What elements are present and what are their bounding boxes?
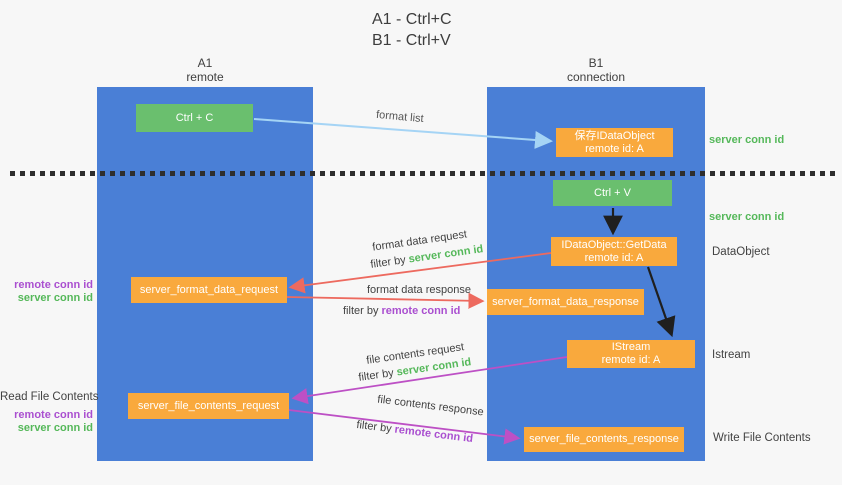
file-response-label: server_file_contents_response [529, 433, 679, 445]
lane-b1-name: B1 [588, 56, 604, 70]
getdata-line1: IDataObject::GetData [561, 238, 667, 251]
save-idataobject-box: 保存IDataObject remote id: A [556, 128, 673, 157]
format-data-response-arrow [286, 292, 485, 309]
istream-line1: IStream [611, 341, 651, 353]
format-response-filter-label: filter by remote conn id [343, 305, 460, 317]
remote-conn-id-key: remote conn id [393, 423, 474, 446]
file-response-filter-label: filter by remote conn id [356, 419, 474, 445]
remote-conn-id-key: remote conn id [381, 305, 461, 317]
title-line-b1: B1 - Ctrl+V [372, 32, 451, 49]
title-line-a1: A1 - Ctrl+C [372, 11, 452, 28]
getdata-line2: remote id: A [584, 251, 644, 264]
diagram-title: A1 - Ctrl+C B1 - Ctrl+V [372, 9, 452, 51]
filter-by-text: filter by [357, 366, 398, 384]
filter-by-text: filter by [343, 305, 382, 317]
server-format-data-response-box: server_format_data_response [487, 289, 644, 315]
server-conn-id-annotation-top: server conn id [709, 134, 785, 146]
ctrl-v-keypress-box: Ctrl + V [553, 180, 672, 206]
filter-by-text: filter by [369, 253, 410, 271]
file-request-label: server_file_contents_request [137, 399, 280, 412]
phase-divider-dotted-line [10, 171, 836, 176]
server-format-data-request-box: server_format_data_request [131, 277, 287, 303]
lane-header-b1: B1 connection [487, 56, 705, 84]
server-file-contents-request-box: server_file_contents_request [128, 393, 289, 419]
idataobject-getdata-box: IDataObject::GetData remote id: A [551, 237, 677, 266]
server-file-contents-response-box: server_file_contents_response [524, 427, 684, 452]
save-idataobject-line1: 保存IDataObject [574, 129, 655, 142]
server-conn-id-annotation-mid: server conn id [709, 211, 785, 223]
lane-a1-role: remote [186, 70, 224, 84]
file-contents-response-label: file contents response [376, 393, 485, 419]
read-file-contents-annotation: Read File Contents [0, 391, 99, 403]
server-conn-id-annotation-left-top: server conn id [17, 292, 93, 304]
lane-b1-role: connection [566, 70, 626, 84]
lane-header-a1: A1 remote [97, 56, 313, 84]
ctrl-c-label: Ctrl + C [175, 111, 214, 124]
format-list-label: format list [375, 108, 425, 126]
istream-annotation: Istream [712, 349, 751, 361]
istream-box: IStream remote id: A [567, 340, 695, 368]
save-idataobject-line2: remote id: A [585, 142, 644, 155]
format-request-label: server_format_data_request [139, 283, 279, 296]
lane-a1-name: A1 [197, 56, 213, 70]
format-response-label: server_format_data_response [492, 295, 639, 308]
ctrl-c-keypress-box: Ctrl + C [136, 104, 253, 132]
format-data-response-label: format data response [367, 284, 471, 296]
filter-by-text: filter by [355, 418, 396, 436]
server-conn-id-annotation-left-bottom: server conn id [17, 422, 93, 434]
dataobject-annotation: DataObject [712, 246, 770, 258]
remote-conn-id-annotation-left-bottom: remote conn id [14, 409, 93, 421]
istream-line2: remote id: A [601, 354, 661, 366]
remote-conn-id-annotation-left-top: remote conn id [14, 279, 93, 291]
ctrl-v-label: Ctrl + V [594, 186, 631, 199]
write-file-contents-annotation: Write File Contents [713, 432, 811, 444]
